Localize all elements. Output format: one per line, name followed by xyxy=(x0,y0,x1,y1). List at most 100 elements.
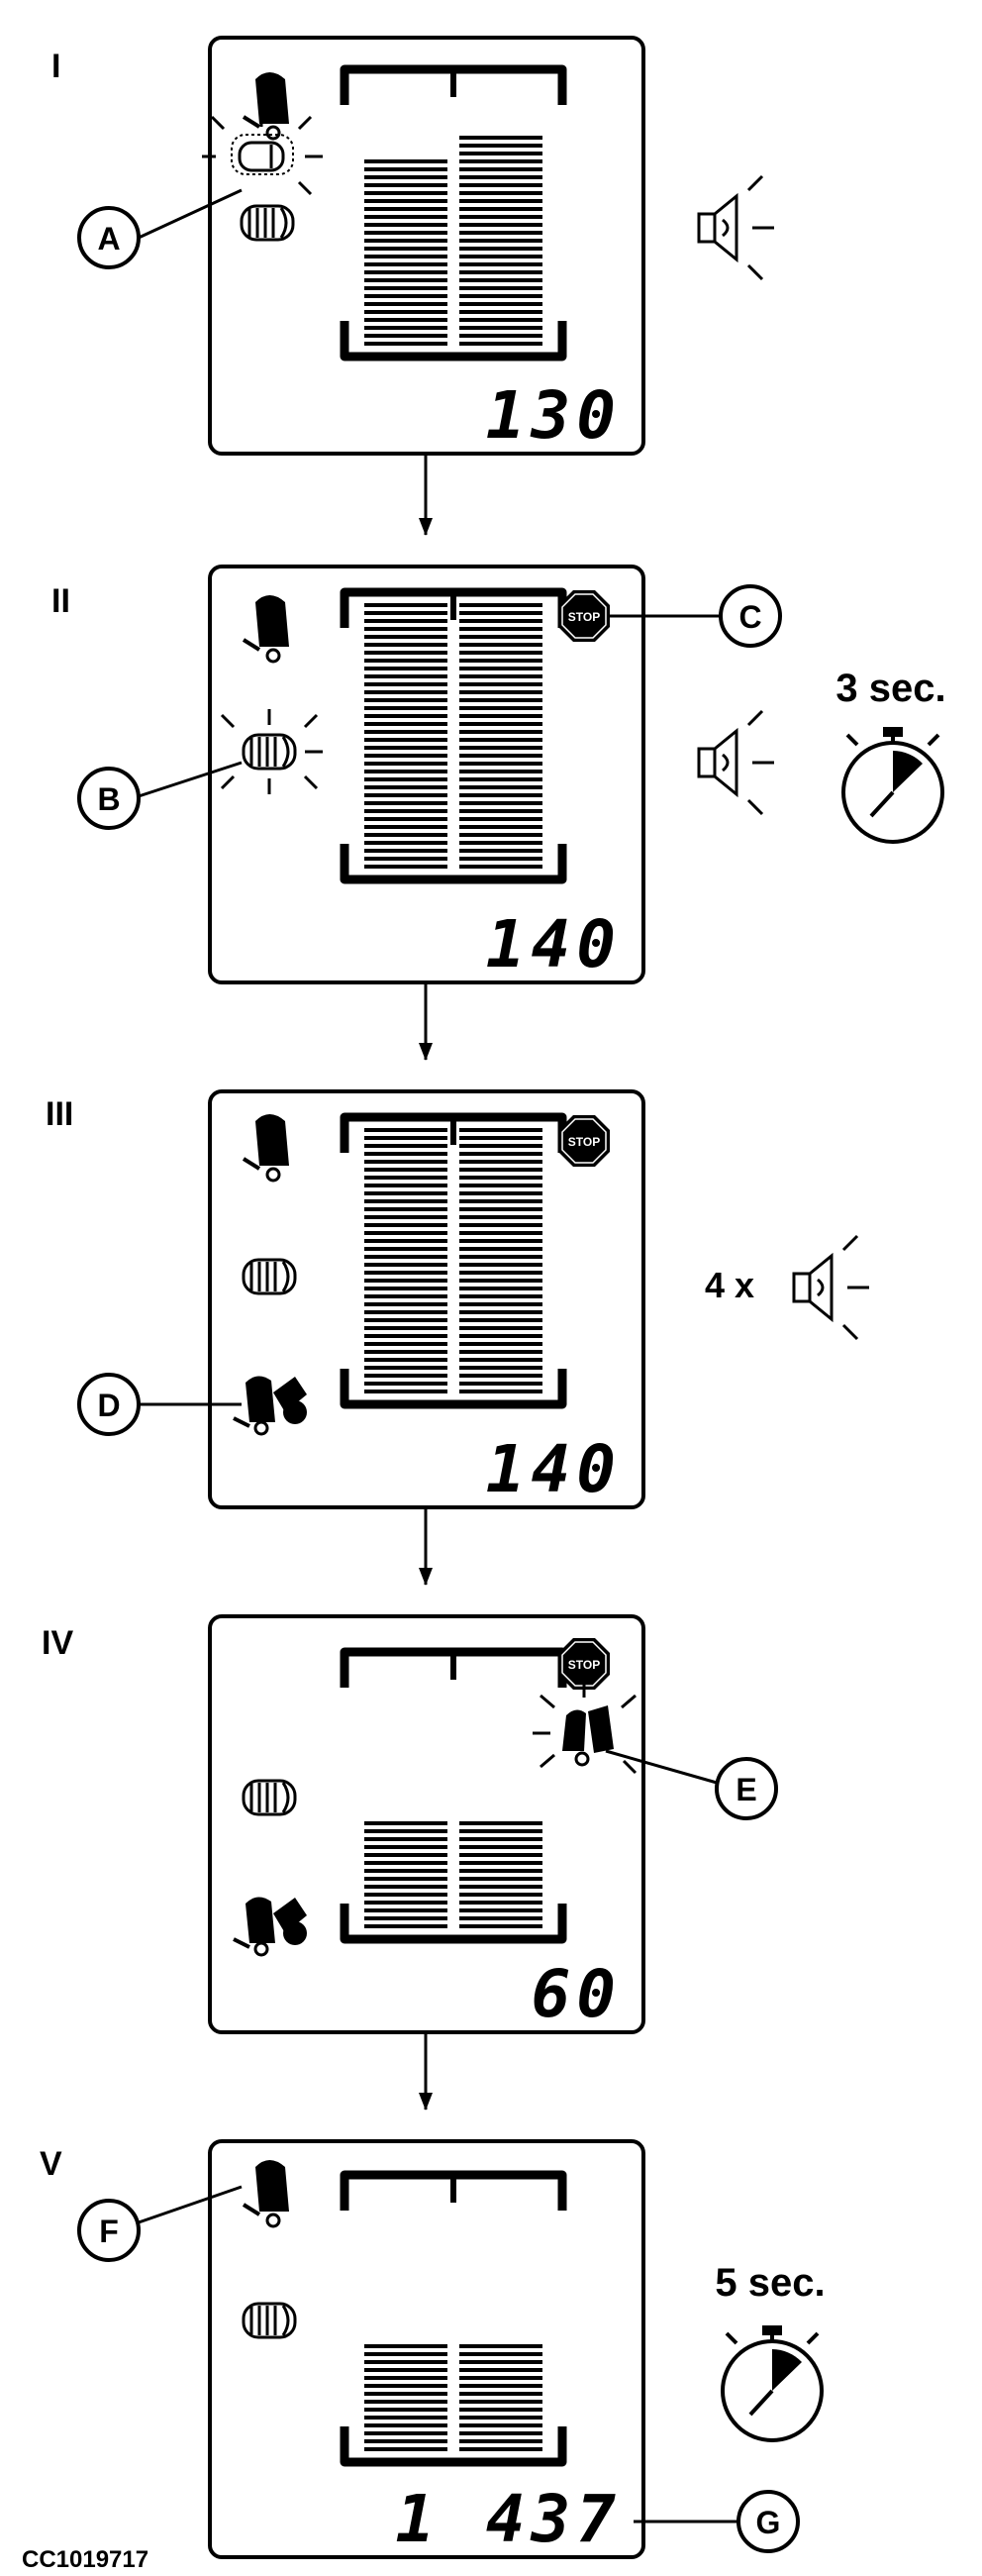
fill-stripe-right xyxy=(459,841,542,845)
fill-stripe-right xyxy=(459,239,542,243)
fill-stripe-left xyxy=(364,1916,447,1920)
fill-stripe-left xyxy=(364,793,447,797)
fill-stripe-left xyxy=(364,1223,447,1227)
step-i-roman: I xyxy=(51,48,60,85)
fill-stripe-right xyxy=(459,817,542,821)
fill-stripe-right xyxy=(459,627,542,631)
callout-letter: B xyxy=(97,781,120,817)
fill-stripe-right xyxy=(459,667,542,670)
fill-stripe-right xyxy=(459,1885,542,1889)
callout-b: B xyxy=(77,761,243,830)
fill-stripe-left xyxy=(364,1247,447,1251)
fill-stripe-left xyxy=(364,239,447,243)
fill-stripe-right xyxy=(459,1374,542,1378)
fill-stripe-left xyxy=(364,659,447,663)
fill-stripe-right xyxy=(459,1869,542,1873)
fill-stripe-right xyxy=(459,785,542,789)
fill-stripe-right xyxy=(459,270,542,274)
fill-stripe-right xyxy=(459,294,542,298)
fill-stripe-left xyxy=(364,1901,447,1905)
bale-counter: 1 437 xyxy=(395,2481,622,2557)
fill-stripe-left xyxy=(364,1390,447,1393)
fill-stripe-left xyxy=(364,865,447,869)
fill-stripe-left xyxy=(364,611,447,615)
fill-stripe-right xyxy=(459,144,542,148)
fill-stripe-left xyxy=(364,318,447,322)
fill-stripe-right xyxy=(459,1326,542,1330)
fill-stripe-right xyxy=(459,199,542,203)
fill-stripe-right xyxy=(459,1239,542,1243)
fill-stripe-right xyxy=(459,262,542,266)
fill-stripe-right xyxy=(459,1215,542,1219)
fill-stripe-right xyxy=(459,1334,542,1338)
fill-stripe-left xyxy=(364,247,447,251)
fill-stripe-left xyxy=(364,706,447,710)
fill-stripe-left xyxy=(364,2344,447,2348)
fill-stripe-right xyxy=(459,1294,542,1298)
fill-stripe-left xyxy=(364,2352,447,2356)
fill-stripe-right xyxy=(459,278,542,282)
fill-stripe-right xyxy=(459,754,542,758)
fill-stripe-right xyxy=(459,2431,542,2435)
callout-a: A xyxy=(77,188,243,269)
fill-stripe-left xyxy=(364,2439,447,2443)
fill-stripe-right xyxy=(459,2392,542,2396)
fill-stripe-right xyxy=(459,809,542,813)
fill-stripe-right xyxy=(459,2416,542,2420)
fill-stripe-right xyxy=(459,1136,542,1140)
fill-stripe-right xyxy=(459,1318,542,1322)
fill-stripe-right xyxy=(459,1358,542,1362)
fill-stripe-left xyxy=(364,667,447,670)
fill-stripe-right xyxy=(459,746,542,750)
display-panel xyxy=(208,2139,645,2559)
fill-stripe-left xyxy=(364,2408,447,2412)
fill-stripe-left xyxy=(364,2360,447,2364)
fill-stripe-left xyxy=(364,278,447,282)
figure-id: CC1019717 xyxy=(22,2546,148,2573)
step-ii: II STOP C xyxy=(51,565,946,984)
stopwatch-icon xyxy=(721,2325,824,2442)
fill-stripe-left xyxy=(364,1350,447,1354)
baler-icon xyxy=(242,595,289,664)
fill-stripe-left xyxy=(364,2384,447,2388)
stop-icon: STOP xyxy=(558,1115,610,1167)
fill-stripe-left xyxy=(364,1853,447,1857)
fill-stripe-right xyxy=(459,1168,542,1172)
fill-stripe-right xyxy=(459,2384,542,2388)
fill-stripe-left xyxy=(364,1342,447,1346)
fill-stripe-left xyxy=(364,849,447,853)
fill-stripe-right xyxy=(459,722,542,726)
fill-stripe-right xyxy=(459,207,542,211)
fill-stripe-right xyxy=(459,1829,542,1833)
fill-stripe-left xyxy=(364,262,447,266)
chamber-bottom-bracket xyxy=(340,2426,567,2467)
fill-stripe-right xyxy=(459,2408,542,2412)
fill-stripe-left xyxy=(364,738,447,742)
fill-stripe-left xyxy=(364,730,447,734)
stop-label: STOP xyxy=(568,1135,600,1149)
fill-stripe-right xyxy=(459,1877,542,1881)
wrapper-icon xyxy=(233,1897,307,1957)
fill-stripe-left xyxy=(364,223,447,227)
fill-stripe-right xyxy=(459,738,542,742)
fill-stripe-left xyxy=(364,1893,447,1897)
fill-stripe-left xyxy=(364,777,447,781)
fill-stripe-left xyxy=(364,746,447,750)
fill-stripe-right xyxy=(459,1144,542,1148)
bale-chamber xyxy=(340,1647,567,1944)
fill-stripe-left xyxy=(364,809,447,813)
fill-stripe-right xyxy=(459,286,542,290)
timer-duration-label: 3 sec. xyxy=(835,667,945,710)
fill-stripe-right xyxy=(459,730,542,734)
fill-stripe-left xyxy=(364,199,447,203)
fill-stripe-left xyxy=(364,1144,447,1148)
fill-stripe-right xyxy=(459,635,542,639)
fill-stripe-left xyxy=(364,1287,447,1290)
fill-stripe-right xyxy=(459,762,542,766)
fill-stripe-left xyxy=(364,2431,447,2435)
fill-stripe-left xyxy=(364,1908,447,1912)
fill-stripe-right xyxy=(459,793,542,797)
fill-stripe-left xyxy=(364,1829,447,1833)
step-iii-roman: III xyxy=(46,1095,73,1133)
fill-stripe-left xyxy=(364,286,447,290)
